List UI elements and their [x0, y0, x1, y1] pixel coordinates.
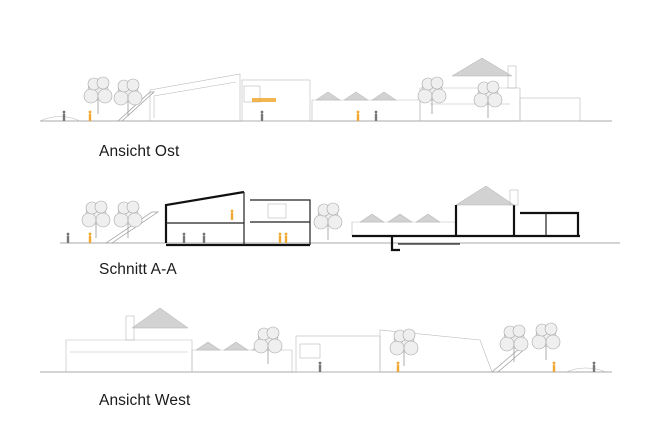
east-accent-panel	[252, 98, 276, 102]
west-mound	[565, 367, 607, 373]
east-figure-accent	[356, 110, 360, 121]
west-tree-1	[253, 326, 283, 365]
caption-ansicht-ost: Ansicht Ost	[99, 143, 180, 160]
east-annex	[519, 97, 581, 122]
east-shed-hall	[311, 99, 421, 121]
section-drawing	[60, 185, 620, 252]
section-tree-1	[81, 200, 111, 239]
section-tree-2	[113, 200, 143, 239]
section-figure	[182, 232, 186, 243]
section-ramp	[105, 211, 160, 244]
section-cut-annex	[520, 211, 580, 236]
east-pyramid-roof	[451, 57, 513, 77]
west-shed-hall	[191, 349, 293, 372]
section-figure-accent	[284, 232, 288, 243]
east-figure-accent	[88, 110, 92, 121]
west-tree-4	[531, 322, 561, 361]
east-tree-4	[473, 80, 503, 119]
east-tree-3	[417, 76, 447, 115]
west-figure-accent	[396, 361, 400, 372]
section-pyramid-roof	[455, 185, 515, 206]
east-tree-1	[83, 76, 113, 115]
caption-ansicht-west: Ansicht West	[99, 392, 191, 409]
east-main-block	[149, 73, 241, 121]
west-elevation	[40, 307, 612, 373]
west-main-block	[379, 329, 493, 373]
west-pyramid-roof	[131, 307, 189, 329]
east-central-box	[241, 79, 311, 122]
section-figure-accent	[88, 232, 92, 243]
east-figure	[374, 110, 378, 121]
section-cut-roof	[164, 190, 245, 243]
west-figure-accent	[552, 361, 556, 372]
east-ramp	[117, 91, 155, 122]
west-figure	[592, 361, 596, 372]
west-ramp	[491, 347, 527, 373]
west-tree-2	[389, 328, 419, 367]
west-figure	[318, 361, 322, 372]
section-tree-centre	[313, 202, 343, 241]
east-tree-2	[113, 78, 143, 117]
west-hall-volume	[65, 339, 193, 372]
west-tree-3	[499, 324, 529, 363]
east-figure	[62, 110, 66, 121]
east-elevation	[39, 57, 612, 122]
east-mound	[39, 116, 81, 122]
caption-schnitt-a-a: Schnitt A-A	[99, 261, 177, 278]
section-figure-accent	[278, 232, 282, 243]
section-figure	[66, 232, 70, 243]
east-figure	[260, 110, 264, 121]
section-figure	[202, 232, 206, 243]
west-central-box	[295, 335, 381, 373]
section-figure-accent	[230, 209, 234, 220]
